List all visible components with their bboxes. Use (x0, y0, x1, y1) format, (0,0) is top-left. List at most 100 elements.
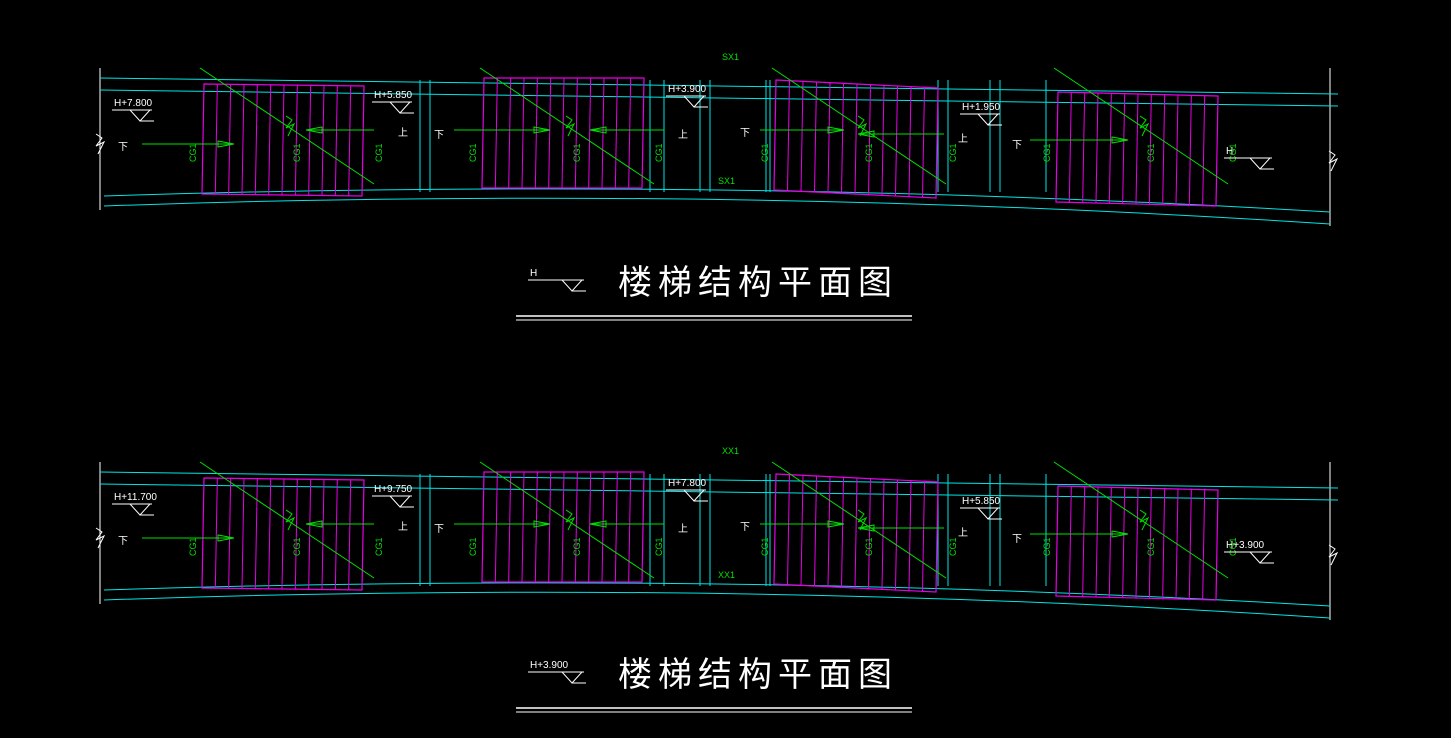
arrow-head (589, 520, 607, 528)
stair-tread-line (881, 479, 885, 590)
stair-tread-line (628, 471, 632, 583)
triangle-level-symbol (1248, 157, 1272, 170)
stair-tread-line (1135, 93, 1139, 205)
beam-label: CG1 (1228, 143, 1238, 162)
stair-direction-label: 下 (434, 130, 444, 141)
stair-direction-label: 上 (958, 133, 968, 145)
arrow-head (305, 126, 323, 134)
stair-tread-line (308, 85, 312, 196)
stair-tread-line (628, 77, 632, 189)
beam-label: CG1 (468, 143, 478, 162)
stair-direction-label: 上 (398, 127, 408, 139)
triangle-level-symbol (388, 495, 412, 508)
arrow-head (533, 126, 551, 134)
stair-tread-line (868, 478, 871, 589)
stair-tread-line (614, 77, 618, 189)
stair-tread-line (1202, 489, 1206, 600)
stair-tread-line (854, 477, 858, 589)
triangle-level-symbol (128, 503, 152, 516)
arrow-icon (760, 126, 845, 134)
top-wall-line-outer (99, 77, 1339, 95)
stair-tread-line (508, 77, 512, 189)
zigzag-break-icon (1139, 115, 1150, 137)
bottom-wall-line-outer (103, 591, 1331, 619)
stair-tread-line (922, 87, 925, 198)
level-marker: H+11.700 (112, 492, 157, 516)
level-label: H+3.900 (668, 84, 707, 95)
stair-tread-line (787, 474, 790, 585)
stair-tread-line (334, 85, 338, 196)
stair-tread-line (1162, 488, 1166, 599)
arrow-icon (305, 520, 374, 528)
level-label: H+5.850 (962, 496, 1001, 507)
level-marker: H+9.750 (372, 484, 414, 508)
stair-tread-line (321, 85, 325, 196)
stair-direction-label: 上 (678, 129, 688, 141)
stair-tread-line (494, 471, 498, 583)
top-wall-line-outer (99, 471, 1339, 489)
arrow-head (857, 524, 875, 532)
top-wall-line-inner (99, 483, 1339, 501)
stair-tread-line (1122, 93, 1126, 204)
beam-label: CG1 (292, 537, 302, 556)
arrow-head (533, 520, 551, 528)
stair-tread-line (854, 83, 858, 195)
arrow-head (827, 520, 845, 528)
stair-tread-line (1122, 487, 1126, 598)
triangle-level-symbol (560, 671, 584, 684)
stair-tread-line (1068, 486, 1072, 597)
stair-tread-line (281, 478, 285, 590)
level-marker: H+3.900 (528, 660, 586, 684)
level-label: H+7.800 (668, 478, 707, 489)
stair-tread-line (881, 85, 885, 196)
stair-direction-label: 下 (434, 524, 444, 535)
arrow-icon (857, 524, 944, 532)
stair-direction-label: 下 (740, 128, 750, 139)
stair-tread-line (294, 479, 298, 590)
arrow-icon (589, 520, 664, 528)
stair-tread-line (841, 83, 844, 194)
arrow-head (827, 126, 845, 134)
level-marker: H (528, 268, 586, 292)
stair-tread-line (868, 84, 871, 195)
beam-label: CG1 (572, 143, 582, 162)
zigzag-break-icon (95, 527, 106, 549)
stair-tread-line (588, 77, 592, 189)
level-label: H+7.800 (114, 98, 153, 109)
stair-tread-line (228, 478, 232, 589)
stair-tread-line (348, 85, 352, 196)
stair-tread-line (254, 478, 258, 589)
section-tag-bottom: SX1 (718, 176, 735, 186)
beam-label: CG1 (864, 537, 874, 556)
zigzag-break-icon (1328, 544, 1339, 566)
beam-label: CG1 (654, 143, 664, 162)
beam-label: CG1 (188, 537, 198, 556)
arrow-head (1111, 530, 1129, 538)
section-tag-top: XX1 (722, 446, 739, 456)
stair-tread-line (548, 77, 552, 189)
zigzag-break-icon (285, 509, 296, 531)
level-marker: H+3.900 (1224, 540, 1274, 564)
stair-tread-line (521, 77, 525, 189)
stair-tread-line (601, 471, 605, 583)
stair-tread-line (1202, 95, 1206, 206)
stair-tread-line (214, 478, 218, 589)
stair-tread-line (214, 84, 218, 195)
level-label: H+1.950 (962, 102, 1001, 113)
stair-tread-line (521, 471, 525, 583)
arrow-icon (857, 130, 944, 138)
stair-tread-line (1068, 92, 1072, 203)
level-marker: H+5.850 (372, 90, 414, 114)
level-label: H+3.900 (530, 660, 569, 671)
beam-label: CG1 (468, 537, 478, 556)
stair-tread-line (827, 82, 831, 193)
triangle-level-symbol (976, 113, 1000, 126)
stair-tread-line (1095, 486, 1099, 598)
stair-tread-line (1148, 94, 1152, 205)
